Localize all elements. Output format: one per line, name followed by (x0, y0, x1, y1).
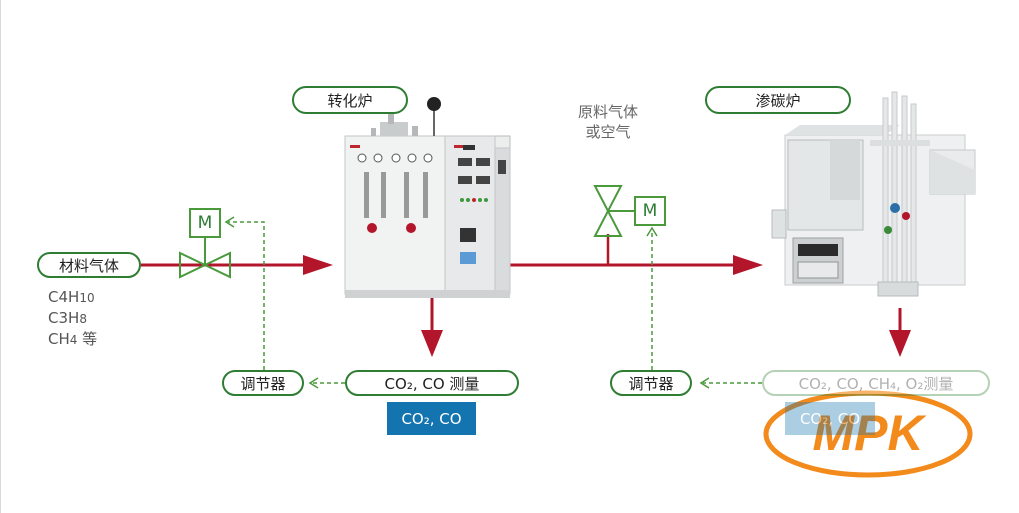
svg-text:MPK: MPK (812, 405, 927, 461)
raw-gas-label: 原料气体 或空气 (577, 103, 638, 141)
signal-line-right (646, 226, 762, 389)
converter-label: 转化炉 (292, 86, 408, 114)
right-control-valve (593, 185, 634, 237)
converter-furnace-illustration (344, 97, 511, 298)
formula-ch4: CH4 等 (48, 330, 98, 348)
flow-arrow-head (303, 255, 333, 275)
formula-c3h8: C3H8 (48, 309, 87, 327)
mpk-logo: MPK (763, 390, 973, 478)
readout-right: CO₂, CO (785, 402, 875, 435)
sample-arrow-left (421, 298, 443, 357)
regulator-right: 调节器 (610, 370, 692, 396)
main-pipe-right (510, 234, 763, 275)
left-control-valve (179, 238, 231, 279)
formula-subscript: 10 (79, 291, 95, 305)
page-edge (0, 0, 1, 513)
measure-left: CO₂, CO 测量 (345, 370, 519, 396)
left-valve-actuator: M (189, 208, 221, 238)
signal-line-left (224, 216, 345, 389)
material-gas-label: 材料气体 (37, 252, 141, 278)
formula-c4h10: C4H10 (48, 288, 95, 306)
regulator-left: 调节器 (222, 370, 304, 396)
carburizer-label: 渗碳炉 (705, 86, 851, 114)
flow-arrow-head (733, 255, 763, 275)
readout-left: CO₂, CO (387, 402, 476, 435)
measure-right: CO₂, CO, CH₄, O₂测量 (762, 370, 990, 396)
right-valve-actuator: M (634, 196, 666, 226)
carburizing-furnace-illustration (771, 91, 976, 297)
sample-arrow-right (889, 308, 911, 357)
main-pipe-left (141, 255, 333, 275)
